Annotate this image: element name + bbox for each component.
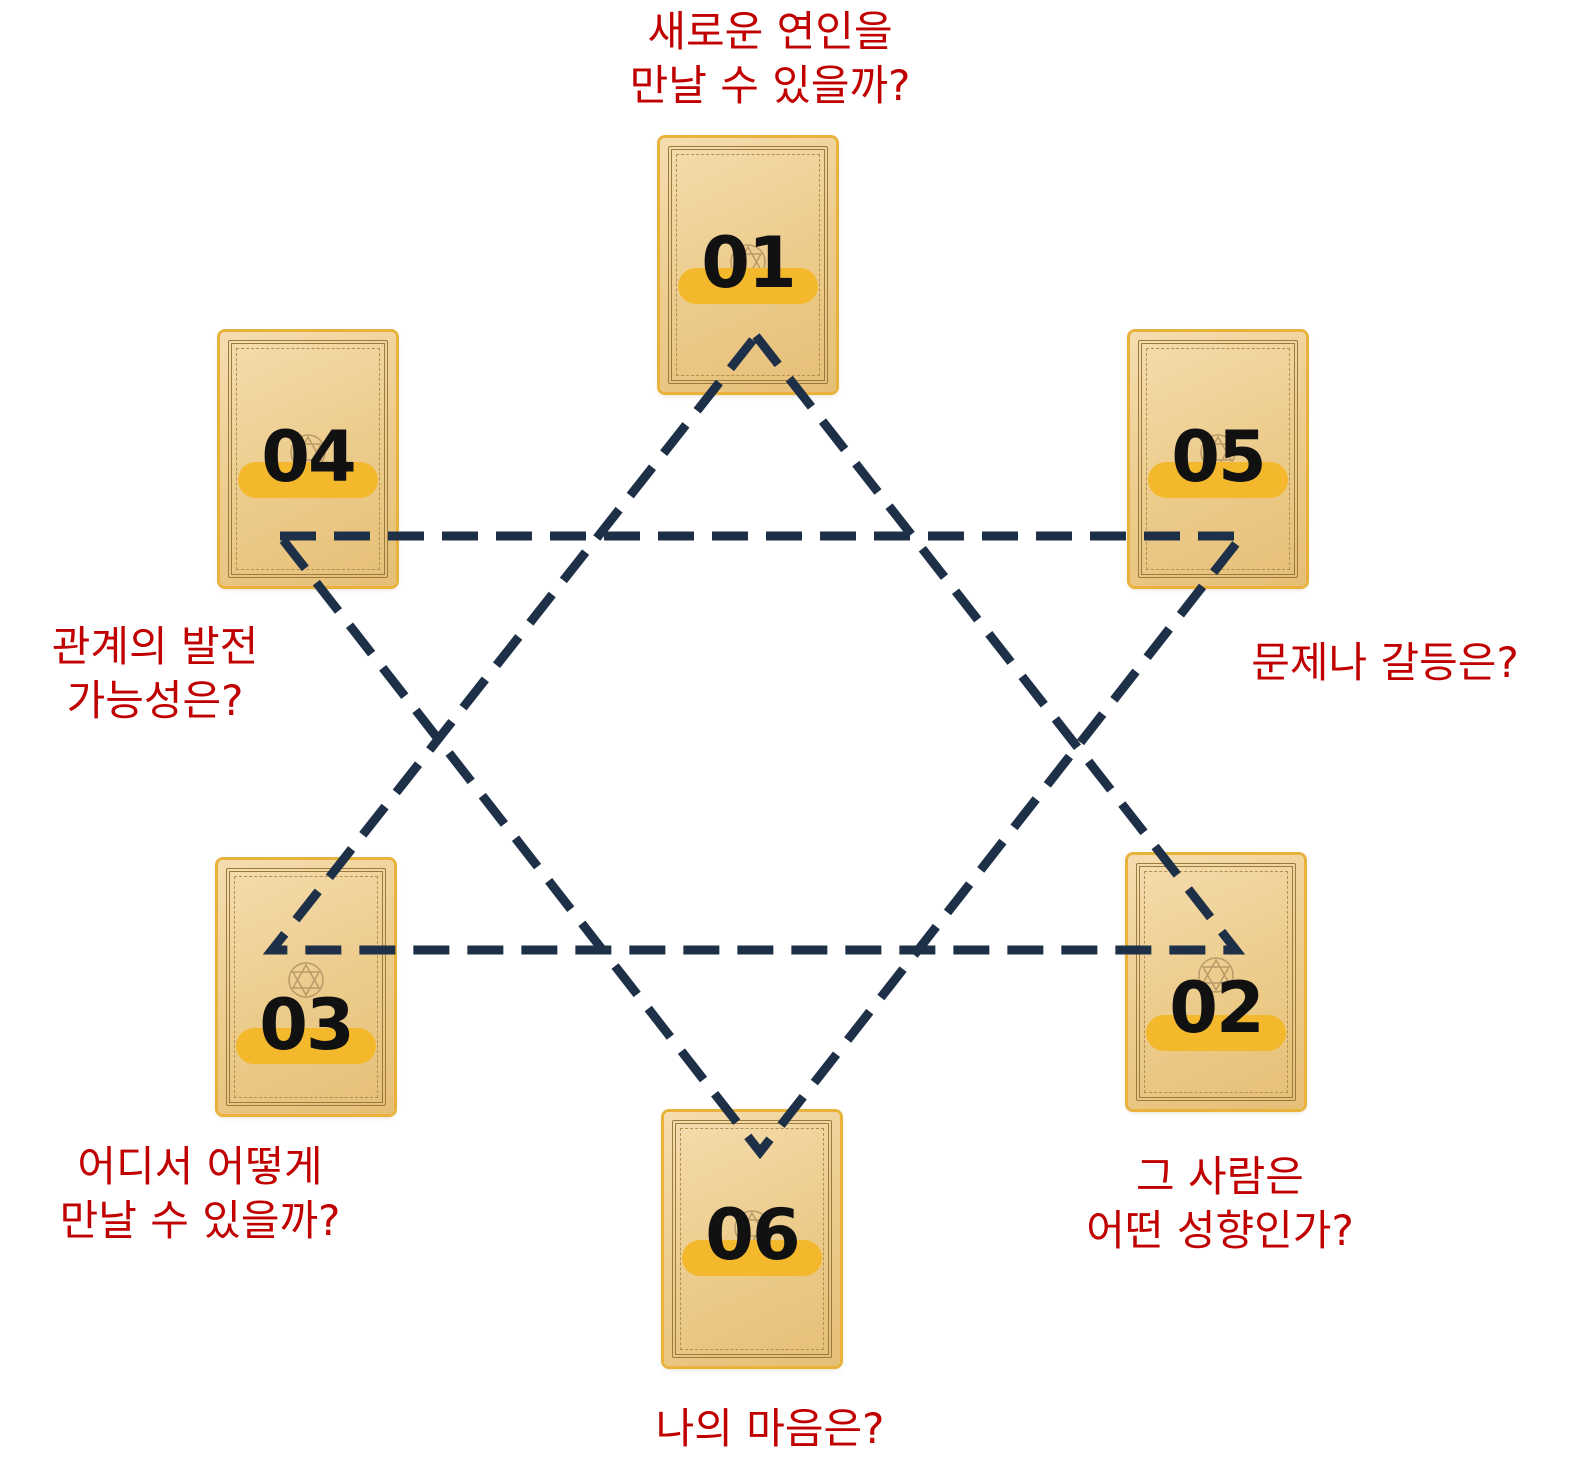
question-line: 어떤 성향인가? <box>1020 1204 1420 1258</box>
question-line: 새로운 연인을 <box>560 5 980 59</box>
triangle-upward <box>272 336 1236 950</box>
question-card-04: 관계의 발전 가능성은? <box>0 620 310 728</box>
question-line: 만날 수 있을까? <box>560 59 980 113</box>
question-line: 가능성은? <box>0 674 310 728</box>
question-card-02: 그 사람은 어떤 성향인가? <box>1020 1150 1420 1258</box>
question-line: 그 사람은 <box>1020 1150 1420 1204</box>
question-line: 관계의 발전 <box>0 620 310 674</box>
question-line: 만날 수 있을까? <box>0 1194 400 1248</box>
question-line: 어디서 어떻게 <box>0 1140 400 1194</box>
question-card-01: 새로운 연인을 만날 수 있을까? <box>560 5 980 113</box>
question-card-06: 나의 마음은? <box>560 1402 980 1456</box>
question-card-05: 문제나 갈등은? <box>1200 636 1570 690</box>
question-card-03: 어디서 어떻게 만날 수 있을까? <box>0 1140 400 1248</box>
triangle-downward <box>280 536 1242 1152</box>
question-line: 문제나 갈등은? <box>1200 636 1570 690</box>
question-line: 나의 마음은? <box>560 1402 980 1456</box>
